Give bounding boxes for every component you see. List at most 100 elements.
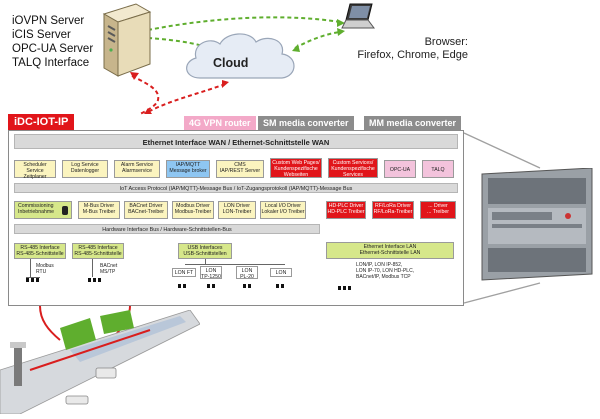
driver-rf-lora: RF/LoRa Driver RF/LoRa-Treiber	[372, 201, 414, 219]
lan-line2: Ethernet-Schnittstelle LAN	[359, 250, 421, 256]
driver-hdplc-line2: HD-PLC Treiber	[327, 209, 365, 215]
usb-port-lon: LON	[270, 268, 292, 277]
driver-modbus-line1: Modbus Driver	[176, 203, 210, 209]
driver-other-line1: ... Driver	[428, 203, 448, 209]
service-mqtt-broker: IAP/MQTT Message broker	[166, 160, 210, 178]
service-customsvc-line2: Kundenspezifische Services	[331, 166, 375, 178]
lan-protocols-line2: LON IP-70, LON HD-PLC,	[356, 268, 415, 274]
driver-hdplc: HD-PLC Driver HD-PLC Treiber	[326, 201, 366, 219]
rs485-interface-b: RS-485 Interface RS-485-Schnittstelle	[72, 243, 124, 259]
rs485b-line	[92, 259, 93, 277]
usb-bus-line	[185, 264, 285, 265]
tab-mm-media-converter: MM media converter	[364, 116, 462, 130]
rs485b-line2: RS-485-Schnittstelle	[74, 251, 122, 257]
service-opcua-line1: OPC-UA	[389, 167, 411, 173]
usb-port-lon-ft: LON FT	[172, 268, 196, 277]
usb-port-lon-ft-label: LON FT	[174, 270, 194, 276]
driver-other: ... Driver ... Treiber	[420, 201, 456, 219]
driver-modbus-line2: Modbus-Treiber	[174, 209, 212, 215]
iot-message-bus: IoT Access Protocol (IAP/MQTT)-Message B…	[14, 183, 458, 193]
server-labels: iOVPN Server iCIS Server OPC-UA Server T…	[12, 14, 93, 70]
wan-bar: Ethernet Interface WAN / Ethernet-Schnit…	[14, 134, 458, 149]
server-icon	[96, 2, 152, 78]
driver-bacnet-line2: BACnet-Treiber	[128, 209, 164, 215]
database-icon	[62, 206, 68, 215]
usb-interfaces: USB Interfaces USB-Schnittstellen	[178, 243, 232, 259]
usb-terminal-5	[243, 284, 246, 288]
driver-lon-line2: LON-Treiber	[222, 209, 252, 215]
usb-line2: USB-Schnittstellen	[183, 251, 227, 257]
usb-terminal-8	[281, 284, 284, 288]
service-mqtt-line1: IAP/MQTT	[175, 162, 201, 168]
usb-terminal-4	[212, 284, 215, 288]
usb-terminal-1	[178, 284, 181, 288]
server-label-talq: TALQ Interface	[12, 57, 90, 69]
rs485a-line1: RS-485 Interface	[20, 245, 60, 251]
ethernet-lan-interface: Ethernet Interface LAN Ethernet-Schnitts…	[326, 242, 454, 259]
service-customsvc-line1: Custom Services/	[332, 160, 374, 166]
service-talq: TALQ	[422, 160, 454, 178]
driver-commissioning-line2: Inbetriebnahme	[18, 209, 55, 215]
driver-bacnet: BACnet Driver BACnet-Treiber	[124, 201, 168, 219]
usb-port-lon-pl20-label: LON PL-20	[240, 268, 254, 280]
browser-label: Browser: Firefox, Chrome, Edge	[352, 36, 468, 62]
driver-commissioning: Commissioning Inbetriebnahme	[14, 201, 72, 219]
service-cms-line1: CMS	[234, 162, 246, 168]
lan-line1: Ethernet Interface LAN	[363, 244, 417, 250]
service-log-line2: Datenlogger	[70, 168, 100, 174]
server-label-iovpn: iOVPN Server	[12, 15, 85, 27]
rs485b-protocol: BACnet MS/TP	[100, 263, 118, 275]
usb-line1: USB Interfaces	[187, 245, 223, 251]
service-log: Log Service Datenlogger	[62, 160, 108, 178]
driver-localio-line2: Lokaler I/O Treiber	[261, 209, 305, 215]
service-alarm: Alarm Service Alarmservice	[114, 160, 160, 178]
usb-port-lon-pl20: LON PL-20	[236, 266, 258, 280]
service-scheduler-line1: Scheduler Service	[23, 162, 47, 174]
driver-modbus: Modbus Driver Modbus-Treiber	[172, 201, 214, 219]
usb-terminal-3	[207, 284, 210, 288]
usb-port-lon-tp1250: LON TP-1250	[200, 266, 222, 280]
driver-rflora-line2: RF/LoRa-Treiber	[373, 209, 413, 215]
rs485a-terminals-line	[26, 277, 40, 278]
service-scheduler-line2: Zeitplaner	[23, 174, 47, 180]
browser-title: Browser:	[424, 36, 468, 48]
service-custom-services: Custom Services/ Kundenspezifische Servi…	[328, 158, 378, 178]
lan-protocols: LON/IP, LON IP-852, LON IP-70, LON HD-PL…	[356, 262, 426, 280]
service-customweb-line1: Custom Web Pages/	[272, 160, 320, 166]
cloud-icon	[180, 30, 300, 88]
field-installation-illustration	[0, 309, 201, 415]
usb-port-lon-label: LON	[275, 270, 287, 276]
service-mqtt-line2: Message broker	[169, 168, 207, 174]
server-label-opcua: OPC-UA Server	[12, 43, 94, 55]
usb-terminal-7	[276, 284, 279, 288]
driver-other-line2: ... Treiber	[427, 209, 449, 215]
driver-lon-line1: LON Driver	[224, 203, 250, 209]
lan-terminal-1	[338, 286, 341, 290]
lan-protocols-line3: BACnet/IP, Modbus TCP	[356, 274, 411, 280]
service-alarm-line1: Alarm Service	[120, 162, 154, 168]
service-opcua: OPC-UA	[384, 160, 416, 178]
rs485b-line1: RS-485 Interface	[78, 245, 118, 251]
service-talq-line1: TALQ	[431, 167, 445, 173]
lan-terminal-3	[348, 286, 351, 290]
rs485b-terminal-3	[98, 278, 101, 282]
server-label-icis: iCIS Server	[12, 29, 71, 41]
usb-terminal-6	[248, 284, 251, 288]
rs485a-line	[30, 259, 31, 277]
driver-commissioning-line1: Commissioning	[18, 203, 54, 209]
driver-rflora-line1: RF/LoRa Driver	[374, 203, 412, 209]
usb-port-lon-tp1250-label: LON TP-1250	[201, 268, 221, 280]
rs485-interface-a: RS-485 Interface RS-485-Schnittstelle	[14, 243, 66, 259]
service-custom-web: Custom Web Pages/ Kundenspezifische Webs…	[270, 158, 322, 178]
device-title: iDC-IOT-IP	[8, 114, 75, 130]
tab-sm-media-converter: SM media converter	[258, 116, 354, 130]
browser-list: Firefox, Chrome, Edge	[357, 49, 468, 61]
lan-terminal-2	[343, 286, 346, 290]
usb-terminal-2	[183, 284, 186, 288]
usb-trunk-line	[205, 259, 206, 264]
service-cms-line2: IAP/REST Server	[219, 168, 261, 174]
tab-vpn-router: 4G VPN router	[184, 116, 256, 130]
service-scheduler: Scheduler Service Zeitplaner	[14, 160, 56, 180]
service-alarm-line2: Alarmservice	[122, 168, 152, 174]
service-log-line1: Log Service	[71, 162, 99, 168]
